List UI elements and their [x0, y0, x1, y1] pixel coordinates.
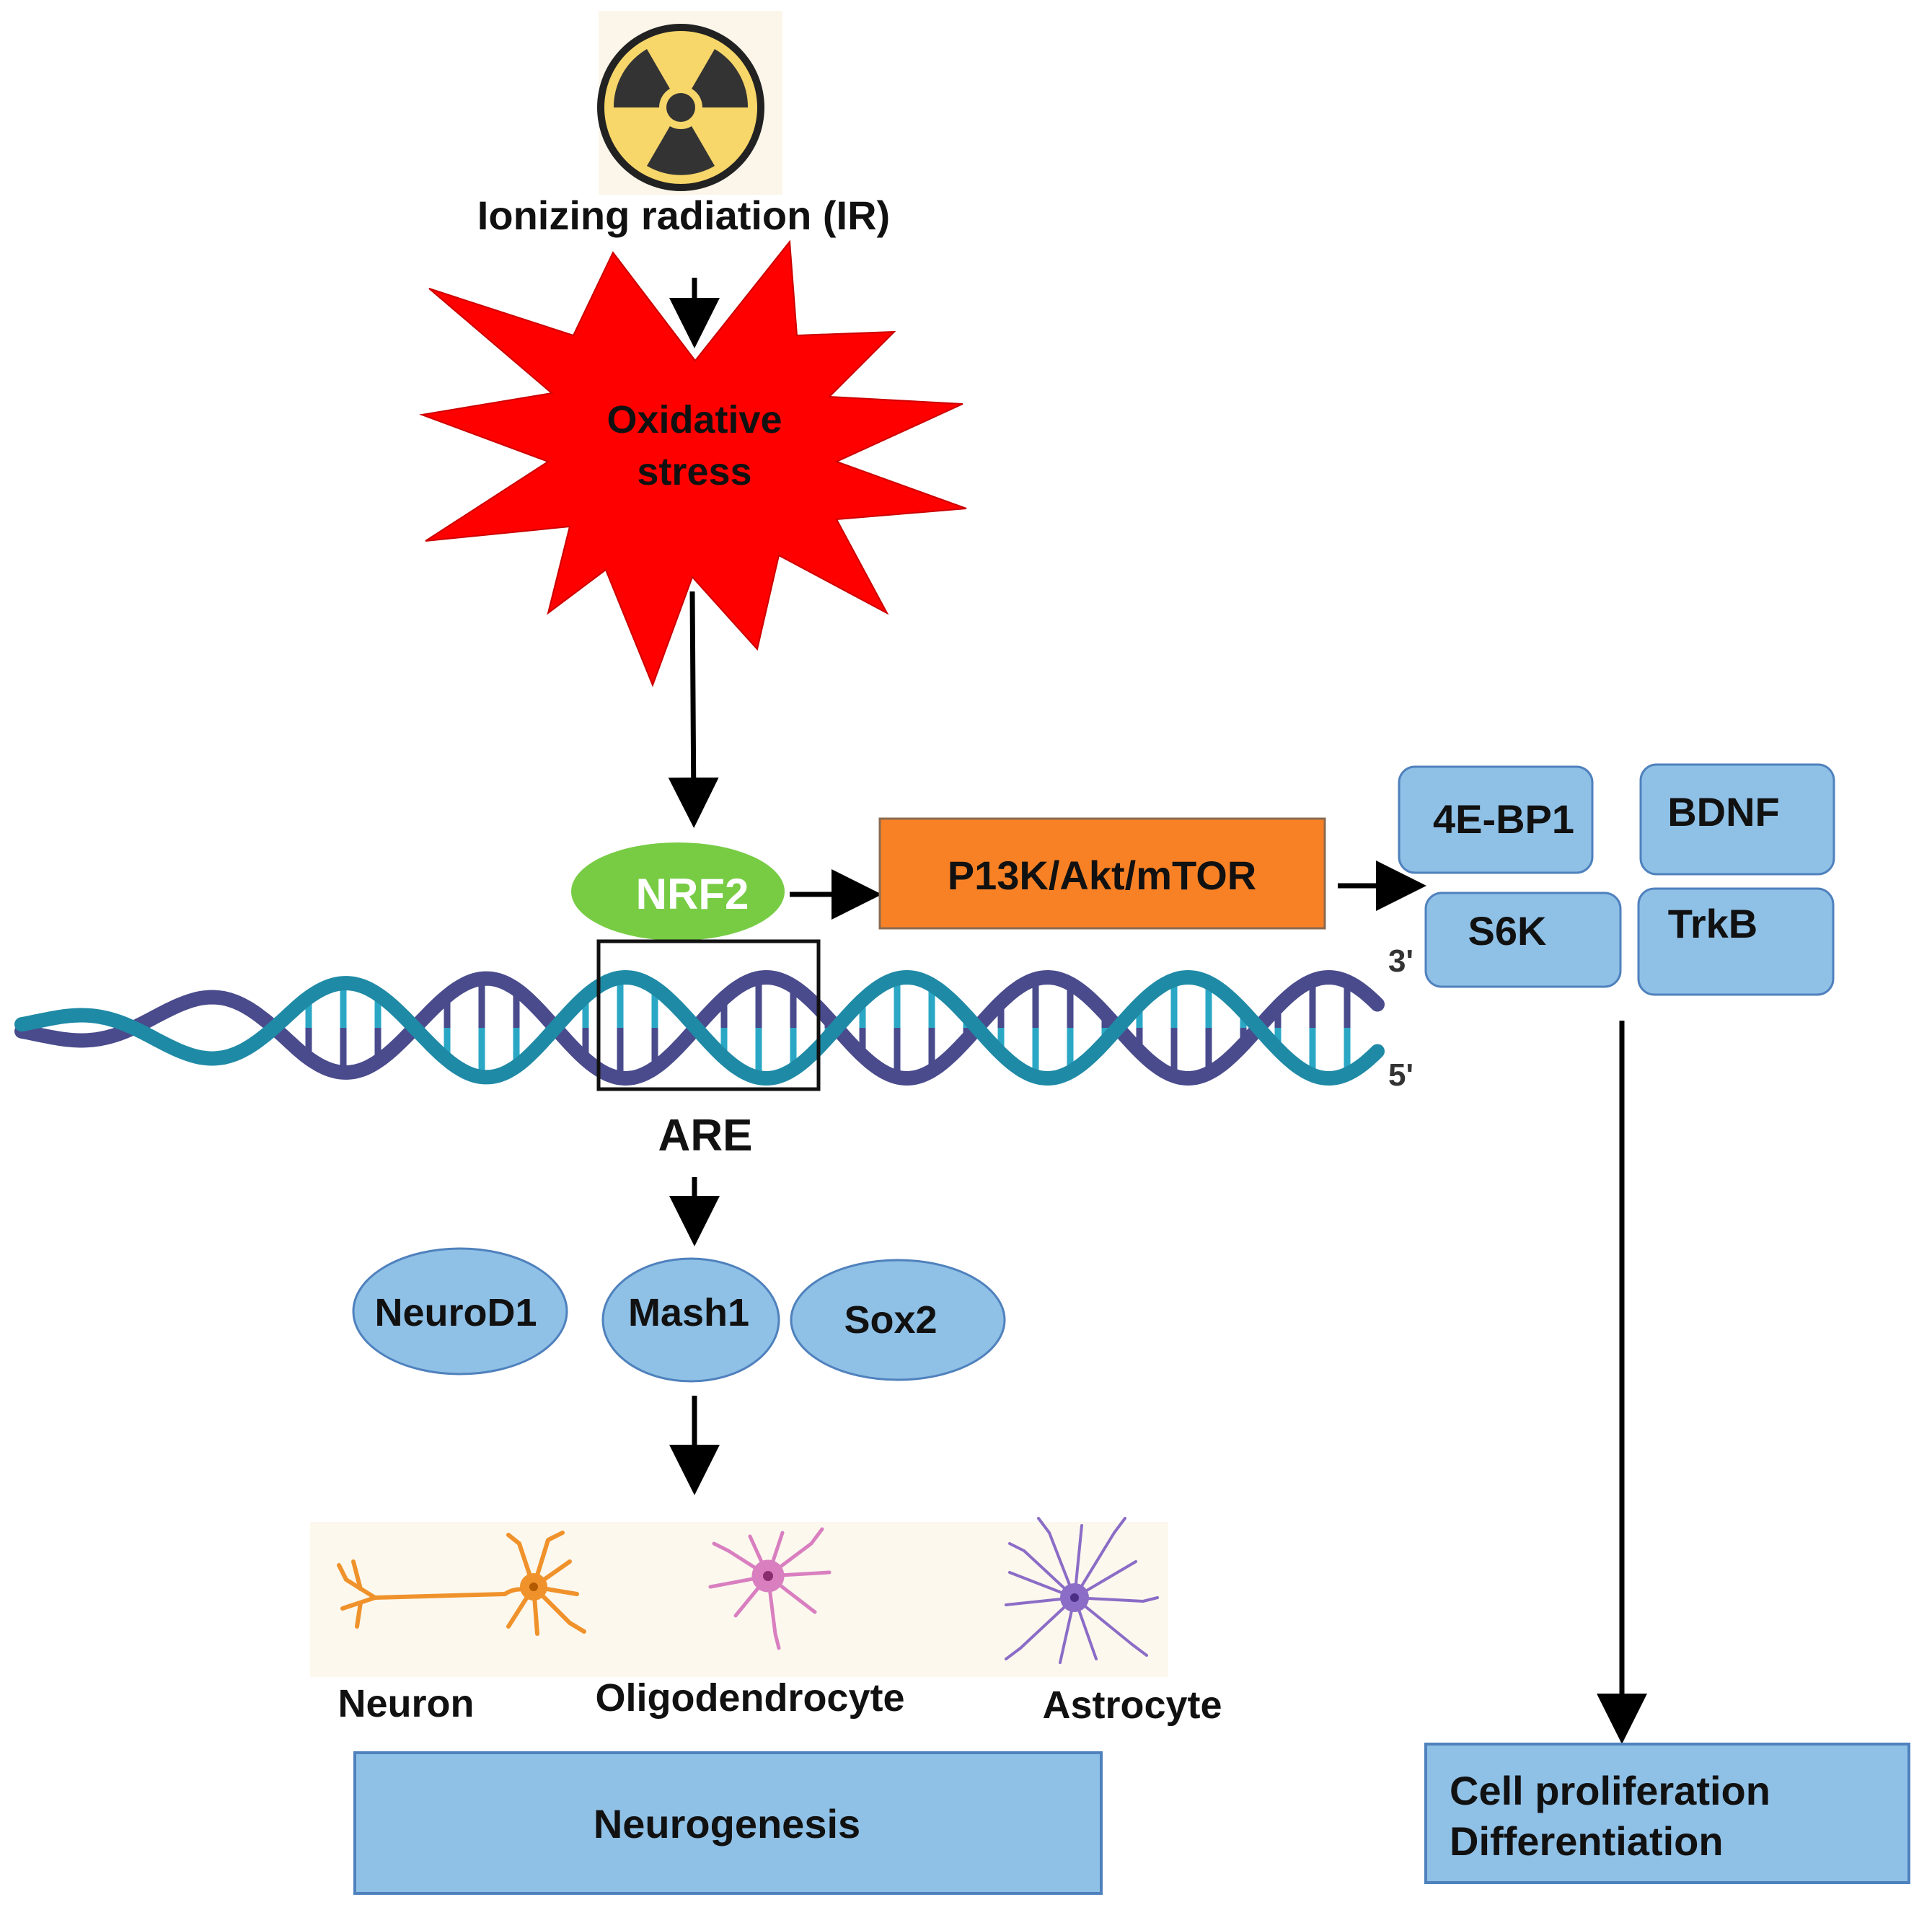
- nrf2-label: NRF2: [636, 870, 749, 918]
- target-label-s6k: S6K: [1468, 908, 1547, 954]
- are-label: ARE: [658, 1111, 753, 1161]
- factor-label-sox2: Sox2: [844, 1298, 937, 1342]
- source-label: Ionizing radiation (IR): [477, 193, 890, 238]
- target-box-4ebp1: [1398, 765, 1594, 874]
- nrf2-node: [571, 842, 785, 941]
- neuron-icon: [337, 1531, 586, 1636]
- neurogenesis-label: Neurogenesis: [594, 1801, 860, 1846]
- are-highlight-box: [596, 939, 821, 1091]
- cell-label-astrocyte: Astrocyte: [1042, 1683, 1222, 1727]
- pathway-box: [878, 817, 1326, 930]
- dna-helix: [14, 969, 1385, 1086]
- neurogenesis-box: [353, 1751, 1103, 1895]
- arrow-stress-to-nrf2: [668, 591, 719, 828]
- target-label-4ebp1: 4E-BP1: [1433, 796, 1574, 842]
- cell-label-neuron: Neuron: [338, 1682, 475, 1725]
- proliferation-box: [1424, 1743, 1910, 1884]
- oxidative-stress-starburst: [419, 239, 967, 687]
- radiation-hazard-icon: [597, 11, 782, 195]
- factor-mash1: [601, 1257, 780, 1383]
- factor-sox2: [790, 1259, 1006, 1381]
- target-label-bdnf: BDNF: [1667, 789, 1780, 835]
- astrocyte-icon: [1005, 1517, 1159, 1664]
- target-box-bdnf: [1639, 763, 1835, 876]
- proliferation-line2: Differentiation: [1450, 1818, 1724, 1864]
- factor-label-mash1: Mash1: [628, 1291, 749, 1334]
- target-label-trkb: TrkB: [1668, 901, 1758, 946]
- stress-line2: stress: [637, 450, 751, 493]
- oligodendrocyte-icon: [708, 1527, 832, 1650]
- target-box-trkb: [1637, 887, 1835, 996]
- cell-label-oligodendrocyte: Oligodendrocyte: [595, 1676, 904, 1720]
- factor-neurod1: [352, 1247, 568, 1375]
- target-box-s6k: [1424, 892, 1622, 988]
- dna-end-top: 3': [1388, 943, 1413, 979]
- proliferation-line1: Cell proliferation: [1450, 1768, 1770, 1813]
- pathway-label: P13K/Akt/mTOR: [948, 853, 1256, 898]
- stress-line1: Oxidative: [606, 398, 782, 441]
- cells-panel: [310, 1522, 1168, 1677]
- factor-label-neurod1: NeuroD1: [374, 1291, 537, 1334]
- dna-end-bottom: 5': [1388, 1057, 1413, 1093]
